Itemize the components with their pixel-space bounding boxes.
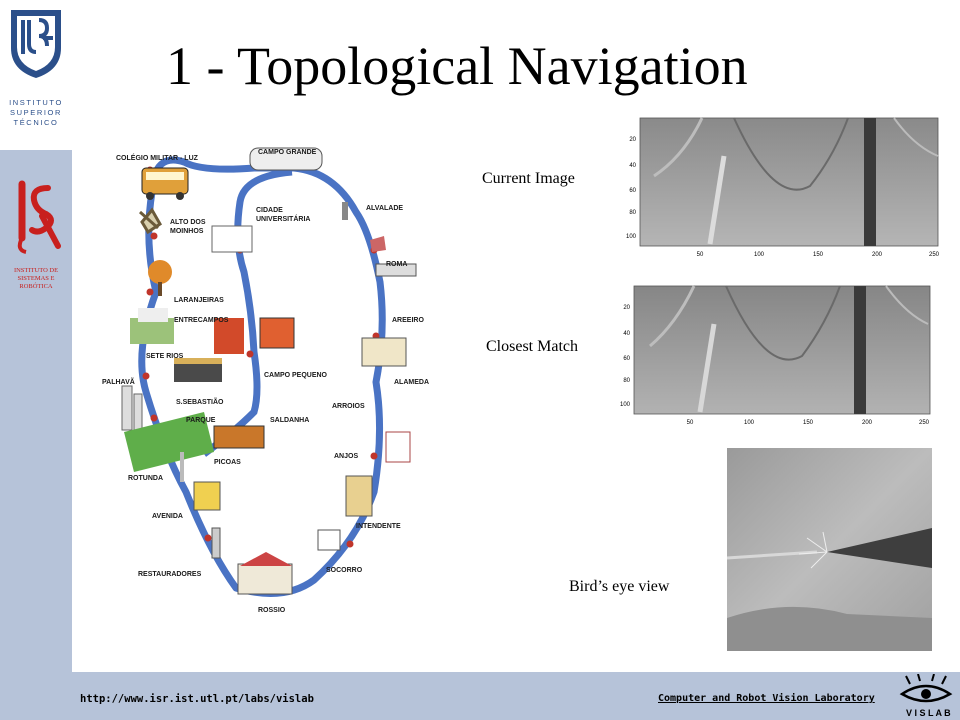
closest-match-label: Closest Match	[486, 338, 578, 355]
station-entrecampos: ENTRECAMPOS	[174, 317, 229, 324]
station-alvalade: ALVALADE	[366, 205, 403, 212]
closest-match-plot: 20 40 60 80 100 50 100 150 200 250	[610, 284, 940, 430]
svg-text:80: 80	[629, 210, 636, 216]
station-moinhos: MOINHOS	[170, 228, 204, 235]
current-y-ticks: 20 40 60 80 100	[626, 137, 637, 240]
station-alameda: ALAMEDA	[394, 379, 429, 386]
station-roma: ROMA	[386, 261, 407, 268]
left-sidebar: INSTITUTO SUPERIOR TÉCNICO INSTITUTO DE …	[0, 0, 72, 720]
station-rossio: ROSSIO	[258, 607, 286, 614]
station-anjos: ANJOS	[334, 453, 358, 460]
footer-lab-name: Computer and Robot Vision Laboratory	[658, 693, 875, 704]
svg-text:100: 100	[754, 252, 765, 258]
station-saldanha: SALDANHA	[270, 417, 309, 424]
ist-logo-text: INSTITUTO SUPERIOR TÉCNICO	[9, 98, 63, 127]
svg-text:250: 250	[929, 252, 940, 258]
station-universitaria: UNIVERSITÁRIA	[256, 214, 310, 223]
birds-eye-image	[726, 448, 932, 651]
svg-text:40: 40	[629, 163, 636, 169]
station-cidade: CIDADE	[256, 207, 283, 214]
svg-text:80: 80	[623, 378, 630, 384]
svg-text:V I S L A B: V I S L A B	[906, 708, 951, 718]
map-illustrations	[121, 147, 417, 595]
svg-text:100: 100	[744, 420, 755, 426]
svg-text:150: 150	[803, 420, 814, 426]
station-alto-dos: ALTO DOS	[170, 219, 206, 226]
footer-url-link[interactable]: http://www.isr.ist.utl.pt/labs/vislab	[80, 693, 314, 705]
svg-text:20: 20	[629, 137, 636, 143]
station-restauradores: RESTAURADORES	[138, 571, 202, 578]
ist-logo: INSTITUTO SUPERIOR TÉCNICO	[0, 0, 72, 150]
station-laranjeiras: LARANJEIRAS	[174, 297, 224, 304]
vislab-eye-icon: V I S L A B	[899, 674, 953, 718]
current-image-label: Current Image	[482, 170, 575, 187]
closest-x-ticks: 50 100 150 200 250	[687, 420, 930, 426]
svg-text:200: 200	[862, 420, 873, 426]
svg-text:100: 100	[626, 234, 637, 240]
svg-text:150: 150	[813, 252, 824, 258]
station-colegio-militar: COLÉGIO MILITAR - LUZ	[116, 153, 199, 162]
ist-shield-icon	[11, 10, 61, 78]
svg-text:250: 250	[919, 420, 930, 426]
slide-title: 1 - Topological Navigation	[166, 36, 748, 96]
footer-bar: http://www.isr.ist.utl.pt/labs/vislab Co…	[0, 672, 960, 720]
station-campo-grande: CAMPO GRANDE	[258, 149, 317, 156]
station-rotunda: ROTUNDA	[128, 475, 163, 482]
station-s-sebastiao: S.SEBASTIÃO	[176, 397, 224, 406]
svg-text:40: 40	[623, 331, 630, 337]
isr-logo-text: INSTITUTO DE SISTEMAS E ROBÓTICA	[13, 267, 59, 290]
station-palhava: PALHAVÃ	[102, 377, 135, 386]
station-areeiro: AREEIRO	[392, 317, 424, 324]
station-avenida: AVENIDA	[152, 513, 183, 520]
station-picoas: PICOAS	[214, 459, 241, 466]
current-image-plot: 20 40 60 80 100 50 100 150 200 250	[614, 116, 944, 262]
metro-branch	[201, 168, 293, 457]
isr-logo-icon	[17, 180, 61, 254]
birds-eye-label: Bird’s eye view	[569, 578, 670, 595]
svg-text:100: 100	[620, 402, 631, 408]
metro-map: CAMPO GRANDE COLÉGIO MILITAR - LUZ ALTO …	[94, 132, 440, 618]
station-sete-rios: SETE RIOS	[146, 353, 184, 360]
svg-text:200: 200	[872, 252, 883, 258]
station-campo-pequeno: CAMPO PEQUENO	[264, 372, 328, 379]
svg-text:50: 50	[697, 252, 704, 258]
station-arroios: ARROIOS	[332, 403, 365, 410]
station-intendente: INTENDENTE	[356, 523, 401, 530]
station-socorro: SOCORRO	[326, 567, 363, 574]
svg-text:50: 50	[687, 420, 694, 426]
svg-text:60: 60	[629, 188, 636, 194]
isr-logo: INSTITUTO DE SISTEMAS E ROBÓTICA	[0, 150, 72, 315]
svg-text:20: 20	[623, 305, 630, 311]
current-x-ticks: 50 100 150 200 250	[697, 252, 940, 258]
station-parque: PARQUE	[186, 417, 216, 424]
closest-y-ticks: 20 40 60 80 100	[620, 305, 631, 408]
svg-text:60: 60	[623, 356, 630, 362]
